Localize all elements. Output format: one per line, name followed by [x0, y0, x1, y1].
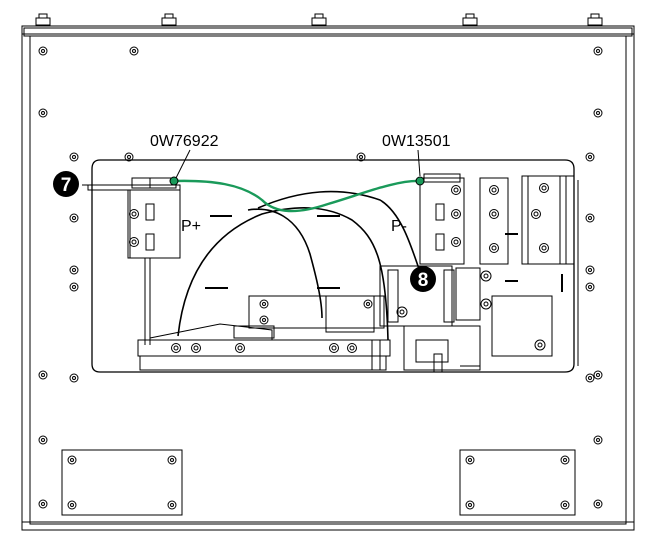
screw-icon — [38, 108, 48, 118]
screw-icon — [129, 237, 139, 247]
screw-icon — [593, 370, 603, 380]
screw-icon — [480, 270, 492, 282]
nut-icon — [587, 13, 603, 26]
terminal-label-positive: P+ — [181, 218, 201, 235]
callout-7-number: 7 — [61, 175, 72, 196]
screw-icon — [593, 46, 603, 56]
screw-icon — [539, 243, 549, 253]
screw-icon — [585, 282, 595, 292]
screw-icon — [38, 499, 48, 509]
callout-8: 8 — [410, 266, 436, 292]
access-cover-right — [459, 449, 576, 516]
nut-icon — [462, 13, 478, 26]
top-nut-row — [35, 13, 603, 26]
screw-icon — [69, 265, 79, 275]
screw-icon — [347, 343, 357, 353]
screw-icon — [363, 299, 373, 309]
screw-icon — [593, 435, 603, 445]
callout-8-number: 8 — [418, 270, 429, 291]
screw-icon — [560, 500, 570, 510]
screw-icon — [329, 343, 339, 353]
screw-icon — [560, 455, 570, 465]
screw-icon — [534, 339, 546, 351]
screw-icon — [69, 282, 79, 292]
cutout-screws — [69, 152, 595, 383]
screw-icon — [465, 500, 475, 510]
black-cables — [177, 190, 421, 341]
screw-icon — [259, 299, 269, 309]
screw-icon — [585, 373, 595, 383]
screw-icon — [167, 455, 177, 465]
screw-icon — [489, 185, 499, 195]
screw-icon — [167, 500, 177, 510]
screw-icon — [585, 152, 595, 162]
screw-icon — [396, 306, 408, 318]
screw-icon — [38, 435, 48, 445]
screw-icon — [593, 499, 603, 509]
access-cover-left — [61, 449, 183, 516]
part-number-right: 0W13501 — [382, 133, 451, 150]
screw-icon — [124, 152, 134, 162]
enclosure-panel — [21, 25, 635, 531]
leader-line-left — [175, 149, 191, 179]
screw-icon — [489, 209, 499, 219]
screw-icon — [171, 343, 181, 353]
screw-icon — [539, 183, 549, 193]
terminal-label-negative: P- — [391, 218, 407, 235]
screw-icon — [67, 500, 77, 510]
screw-icon — [38, 370, 48, 380]
screw-icon — [129, 46, 139, 56]
screw-icon — [235, 343, 245, 353]
marker-dashes — [317, 215, 563, 292]
callout-7: 7 — [53, 171, 79, 197]
screw-icon — [451, 185, 461, 195]
nut-icon — [161, 13, 177, 26]
screw-icon — [191, 343, 201, 353]
bus-block — [248, 265, 553, 373]
leader-line-right — [417, 149, 421, 177]
lower-busbar — [137, 323, 391, 371]
screw-icon — [356, 152, 366, 162]
screw-icon — [259, 315, 269, 325]
part-number-left: 0W76922 — [150, 133, 219, 150]
right-terminal-bracket — [419, 173, 579, 366]
screw-icon — [465, 455, 475, 465]
screw-icon — [489, 243, 499, 253]
ground-wire — [169, 176, 425, 213]
screw-icon — [531, 209, 541, 219]
screw-icon — [585, 265, 595, 275]
left-terminal-bracket — [87, 177, 232, 345]
screw-icon — [69, 213, 79, 223]
screw-icon — [451, 209, 461, 219]
screw-icon — [69, 152, 79, 162]
screw-icon — [38, 46, 48, 56]
nut-icon — [35, 13, 51, 26]
nut-icon — [311, 13, 327, 26]
screw-icon — [451, 237, 461, 247]
screw-icon — [593, 108, 603, 118]
screw-icon — [129, 209, 139, 219]
screw-icon — [69, 373, 79, 383]
cutout-opening — [91, 159, 575, 373]
screw-icon — [480, 298, 492, 310]
screw-icon — [67, 455, 77, 465]
screw-icon — [585, 213, 595, 223]
panel-screws — [38, 46, 603, 509]
